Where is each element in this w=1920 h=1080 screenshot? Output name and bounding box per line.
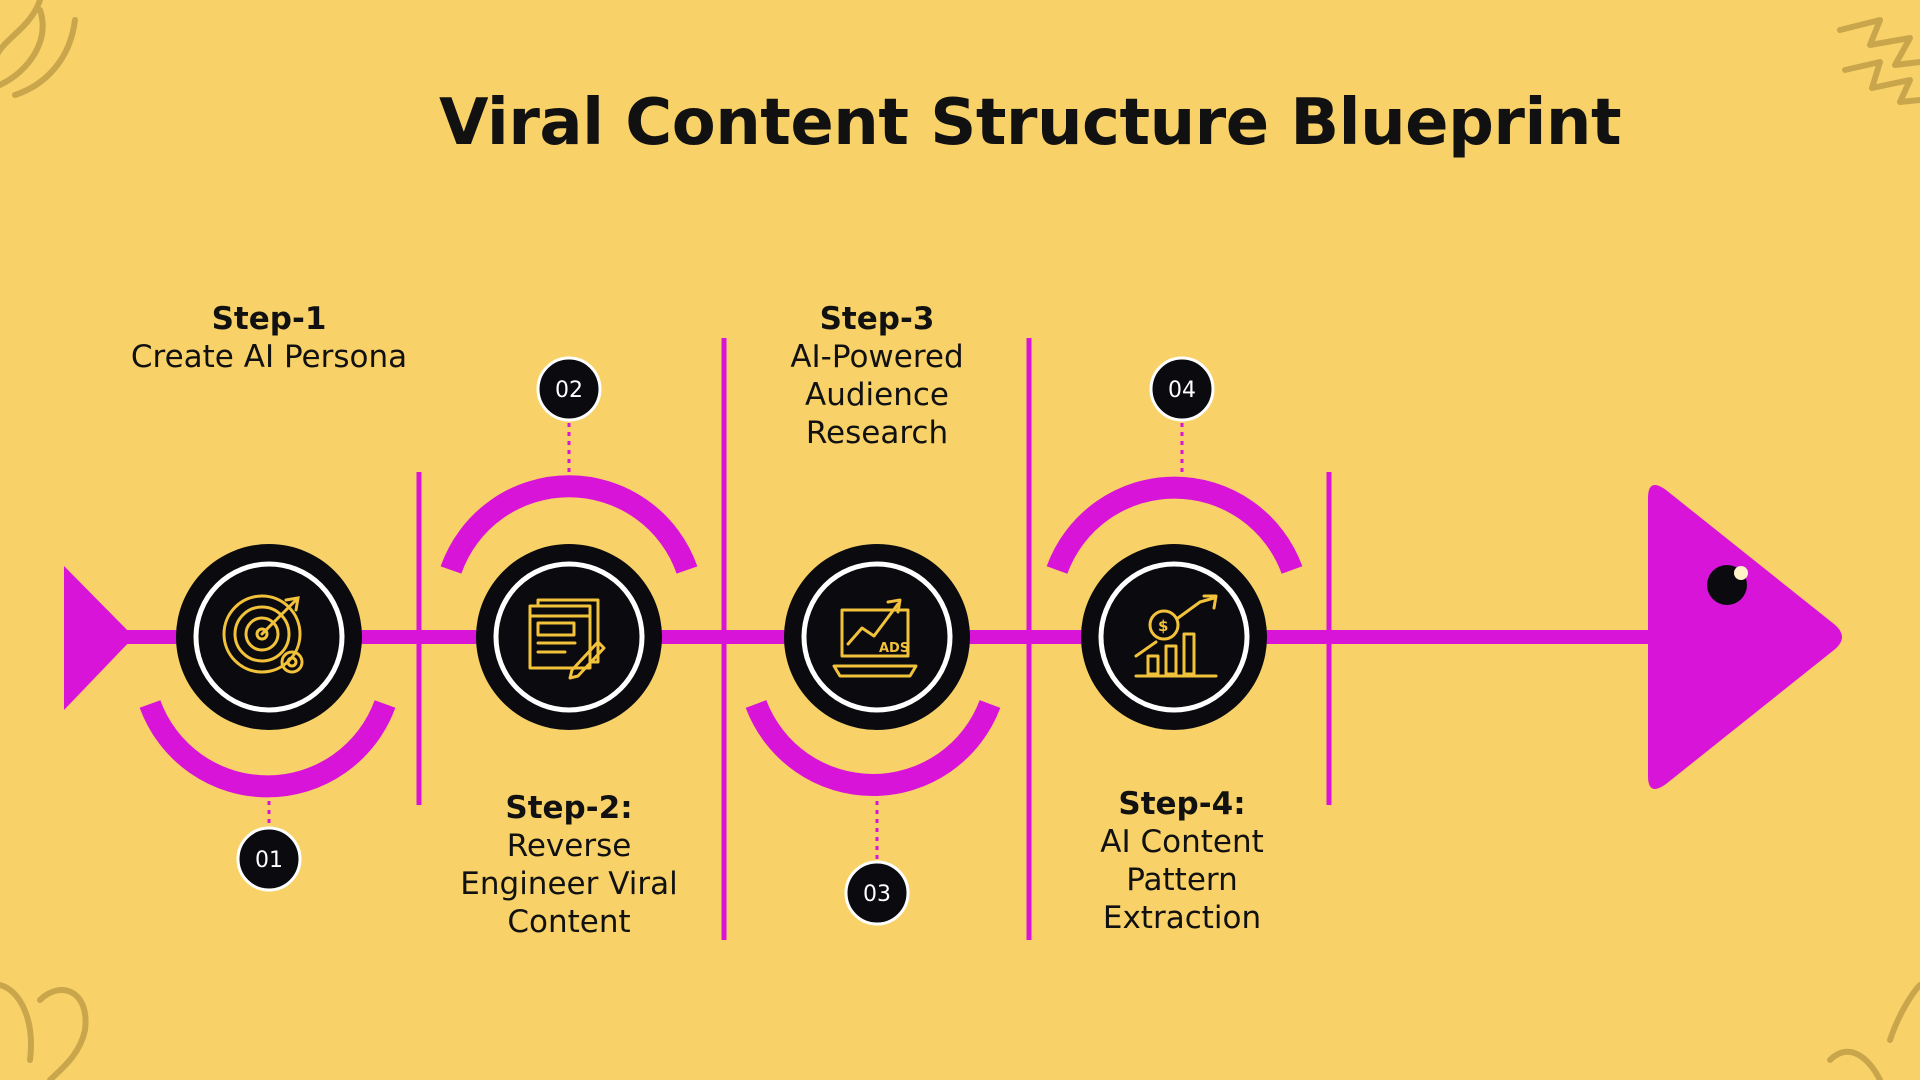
page-title: Viral Content Structure Blueprint	[438, 86, 1622, 160]
step-description: AI-Powered Audience Research	[790, 339, 964, 451]
step-node-4: $	[1081, 544, 1267, 730]
step-description: AI Content Pattern Extraction	[1100, 824, 1264, 936]
arrow-eye-highlight	[1734, 566, 1748, 580]
laptop-ads-icon: ADS	[832, 598, 918, 678]
decorative-doodle-bottom-right	[1827, 982, 1920, 1080]
document-edit-icon	[528, 598, 606, 680]
step-node-1	[176, 544, 362, 730]
step-description: Create AI Persona	[130, 339, 408, 375]
svg-text:03: 03	[863, 882, 891, 907]
step-label-2: Step-2: Reverse Engineer Viral Content	[444, 789, 694, 941]
step-heading: Step-2:	[505, 790, 633, 826]
svg-text:02: 02	[555, 378, 583, 403]
step-description: Reverse Engineer Viral Content	[460, 828, 678, 940]
svg-text:01: 01	[255, 848, 283, 873]
step-node-3: ADS	[784, 544, 970, 730]
decorative-doodle-bottom-left	[0, 982, 89, 1080]
number-badge-2: 02	[536, 356, 602, 422]
connectors	[267, 418, 1184, 870]
number-badge-4: 04	[1149, 356, 1215, 422]
number-badge-1: 01	[236, 826, 302, 892]
arc-step-3	[745, 700, 1001, 796]
svg-text:04: 04	[1168, 378, 1196, 403]
step-node-2	[476, 544, 662, 730]
decorative-doodle-top-right	[1837, 17, 1920, 105]
svg-text:$: $	[1158, 617, 1168, 635]
money-growth-chart-icon: $	[1134, 594, 1218, 678]
target-gear-icon	[222, 594, 304, 674]
decorative-doodle-top-left	[0, 0, 78, 98]
step-label-1: Step-1 Create AI Persona	[99, 300, 439, 376]
step-heading: Step-3	[819, 301, 935, 337]
step-heading: Step-4:	[1118, 786, 1246, 822]
number-badge-3: 03	[844, 860, 910, 926]
svg-text:ADS: ADS	[879, 641, 909, 656]
arc-step-4	[1046, 476, 1303, 574]
arrow-head	[1648, 485, 1842, 789]
step-heading: Step-1	[211, 301, 327, 337]
arrow-tail	[64, 566, 134, 710]
step-label-3: Step-3 AI-Powered Audience Research	[752, 300, 1002, 452]
step-label-4: Step-4: AI Content Pattern Extraction	[1087, 785, 1277, 937]
